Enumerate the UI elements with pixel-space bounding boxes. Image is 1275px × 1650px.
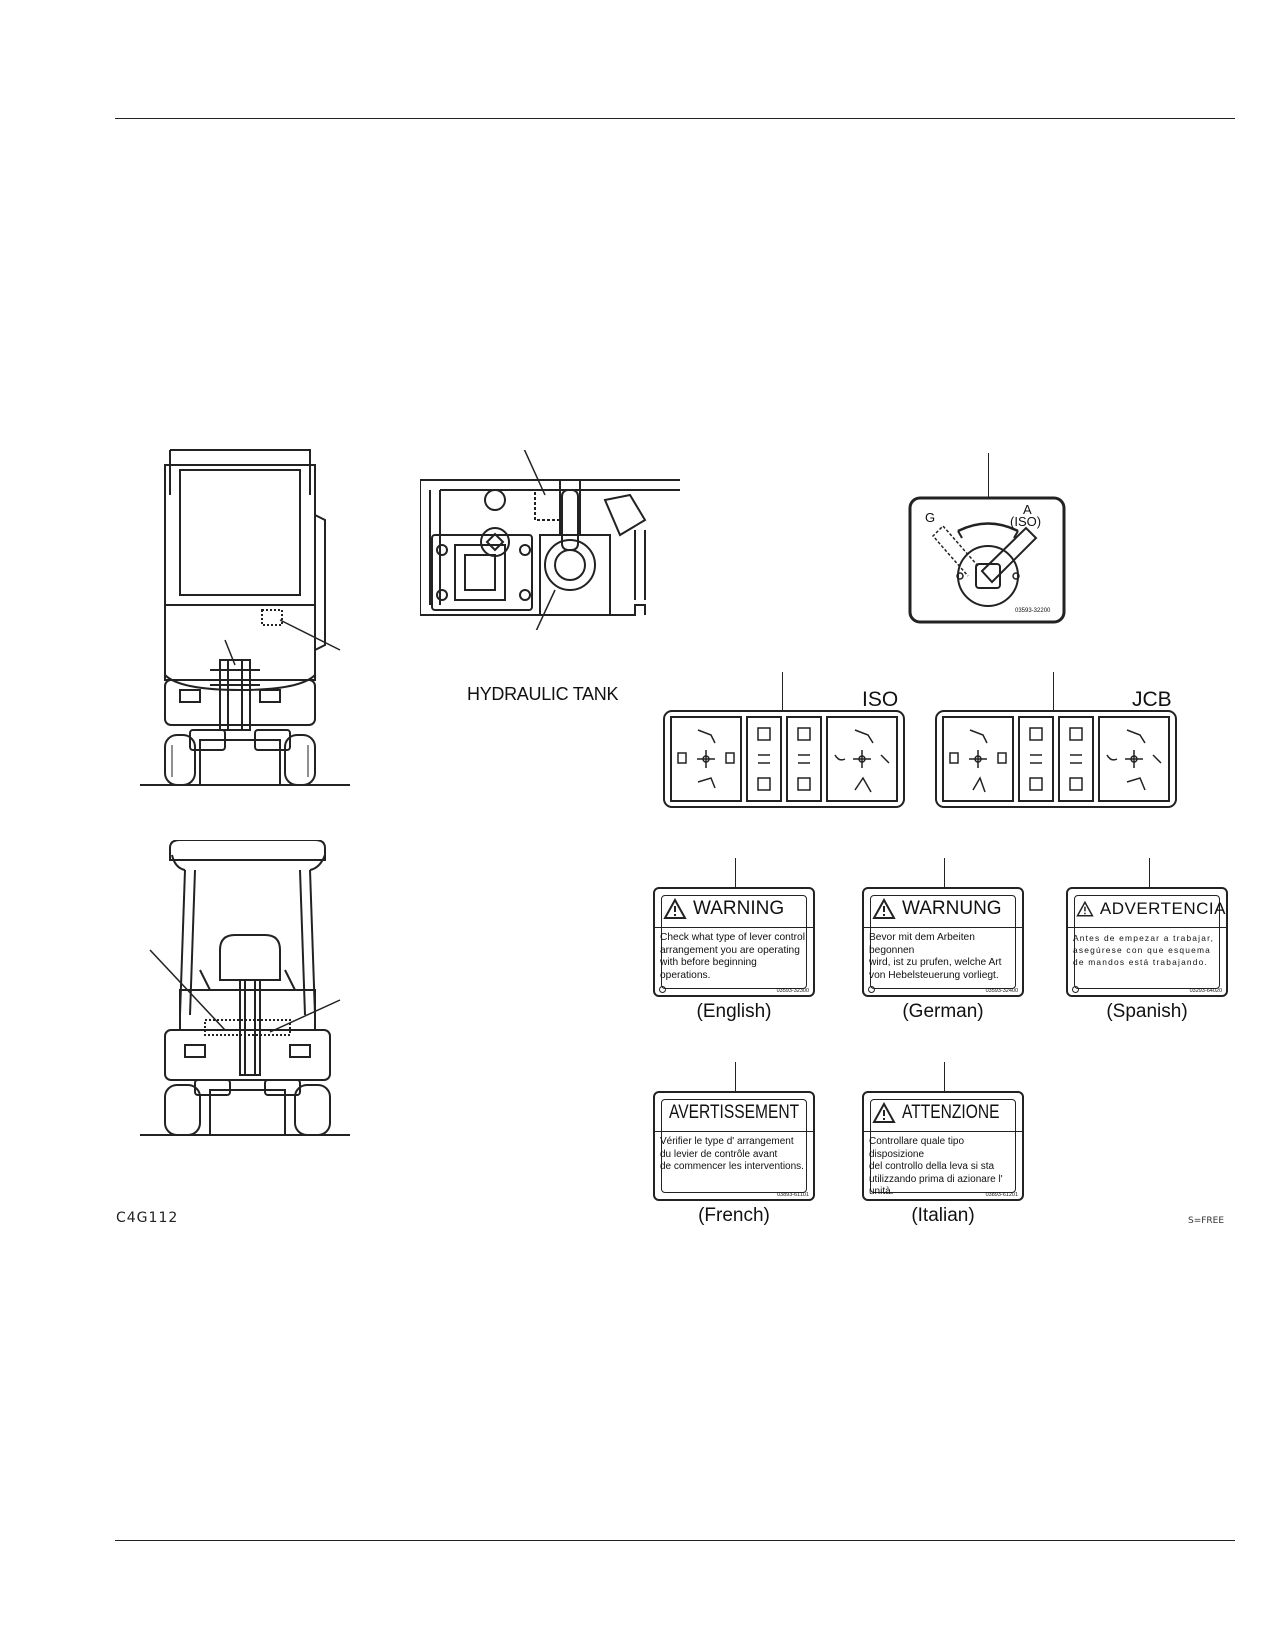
plate-line: del controllo della leva si sta	[869, 1161, 995, 1172]
spanish-plate-leader	[1149, 858, 1150, 888]
plate-mark	[1072, 986, 1079, 993]
plate-mark	[868, 986, 875, 993]
english-plate-leader	[735, 858, 736, 888]
figure-code: C4G112	[116, 1210, 179, 1226]
plate-line: asegúrese con que esquema	[1073, 945, 1212, 955]
selector-mark-g: G	[925, 510, 936, 525]
iso-plate-leader	[782, 672, 783, 712]
warning-plate-french: AVERTISSEMENT Vérifier le type d' arrang…	[653, 1091, 815, 1201]
plate-title: WARNUNG	[902, 898, 1002, 919]
plate-line: Controllare quale tipo disposizione	[869, 1136, 965, 1160]
machine-front-view-illustration	[140, 840, 350, 1136]
plate-line: Check what type of lever control	[660, 932, 805, 943]
english-caption: (English)	[696, 1001, 772, 1022]
spanish-caption: (Spanish)	[1106, 1001, 1188, 1022]
plate-line: Antes de empezar a trabajar,	[1073, 933, 1215, 943]
warning-plate-spanish: ADVERTENCIA Antes de empezar a trabajar,…	[1066, 887, 1228, 997]
plate-title: AVERTISSEMENT	[669, 1102, 800, 1123]
pattern-selector-plate	[908, 496, 1066, 624]
warning-triangle-icon	[872, 1102, 896, 1123]
plate-code: 03293-64020	[1189, 988, 1222, 994]
plate-line: with before beginning operations.	[660, 957, 757, 981]
plate-line: wird, ist zu prufen, welche Art	[869, 957, 1002, 968]
plate-mark	[659, 986, 666, 993]
iso-control-pattern-plate	[663, 710, 905, 808]
plate-line: arrangement you are operating	[660, 944, 800, 956]
footer-rule	[115, 1540, 1235, 1541]
warning-plate-english: WARNING Check what type of lever control…	[653, 887, 815, 997]
footer-mark: S=FREE	[1188, 1216, 1225, 1226]
selector-plate-leader	[988, 453, 989, 498]
plate-title: WARNING	[693, 898, 785, 919]
german-caption: (German)	[902, 1001, 984, 1022]
jcb-control-pattern-plate	[935, 710, 1177, 808]
french-caption: (French)	[698, 1205, 770, 1226]
italian-caption: (Italian)	[911, 1205, 975, 1226]
iso-pattern-label: ISO	[862, 688, 899, 711]
plate-title: ADVERTENCIA	[1099, 899, 1226, 918]
selector-part-number: 03593-32200	[1015, 608, 1051, 614]
plate-line: de commencer les interventions.	[660, 1161, 804, 1172]
plate-line: von Hebelsteuerung vorliegt.	[869, 969, 999, 981]
plate-line: de mandos está trabajando.	[1073, 957, 1209, 967]
selector-mark-iso: (ISO)	[1010, 514, 1042, 529]
machine-rear-view-illustration	[140, 449, 350, 786]
plate-line: Vérifier le type d' arrangement	[660, 1136, 794, 1147]
plate-code: 03593-32300	[776, 988, 809, 994]
warning-plate-italian: ATTENZIONE Controllare quale tipo dispos…	[862, 1091, 1024, 1201]
warning-triangle-icon	[872, 898, 896, 919]
warning-triangle-icon	[1076, 900, 1094, 917]
plate-title: ATTENZIONE	[902, 1102, 1000, 1123]
selector-mark-a: A	[1023, 502, 1032, 517]
plate-code: 03593-32400	[985, 988, 1018, 994]
hydraulic-tank-label: HYDRAULIC TANK	[467, 684, 619, 704]
jcb-plate-leader	[1053, 672, 1054, 712]
jcb-pattern-label: JCB	[1132, 688, 1172, 711]
plate-code: 03893-61201	[985, 1192, 1018, 1198]
italian-plate-leader	[944, 1062, 945, 1092]
plate-line: du levier de contrôle avant	[660, 1148, 778, 1160]
hydraulic-tank-illustration	[420, 450, 680, 630]
german-plate-leader	[944, 858, 945, 888]
french-plate-leader	[735, 1062, 736, 1092]
plate-line: Bevor mit dem Arbeiten begonnen	[869, 932, 975, 956]
plate-code: 03893-61101	[776, 1192, 809, 1198]
header-rule	[115, 118, 1235, 119]
plate-line: utilizzando prima di azionare l' unità.	[869, 1173, 1003, 1198]
warning-triangle-icon	[663, 898, 687, 919]
